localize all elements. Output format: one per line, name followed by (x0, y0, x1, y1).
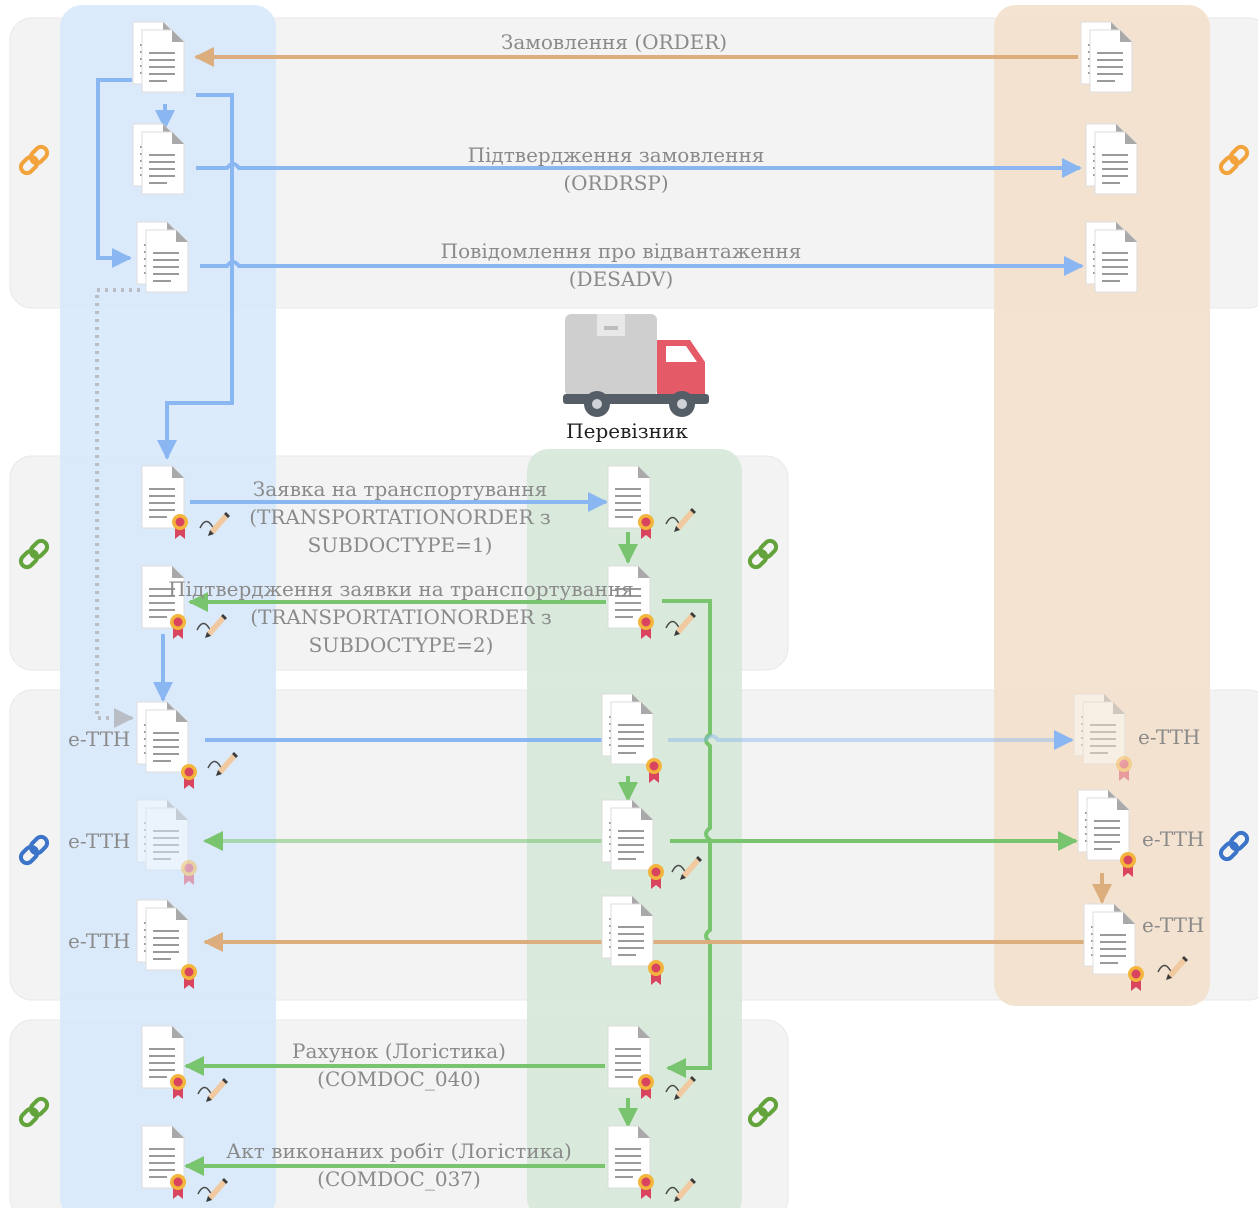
label-transport-order-line-2: (TRANSPORTATIONORDER з (249, 505, 551, 529)
label-act-line-1: Акт виконаних робіт (Логістика) (226, 1139, 572, 1163)
label-transport-order-line-3: SUBDOCTYPE=1) (308, 533, 493, 557)
label-order: Замовлення (ORDER) (501, 30, 727, 54)
ettn-label: e-TTH (68, 727, 130, 751)
arrow-desadv (200, 256, 1084, 276)
label-transport-confirm-line-2: (TRANSPORTATIONORDER з (250, 605, 552, 629)
label-transport-order-line-1: Заявка на транспортування (253, 477, 547, 501)
lane-buyer (994, 5, 1210, 1006)
label-act-line-2: (COMDOC_037) (317, 1167, 481, 1191)
arrow-ettn-to-buyer (668, 730, 1074, 750)
label-invoice-line-1: Рахунок (Логістика) (292, 1039, 506, 1063)
label-transport-confirm-line-3: SUBDOCTYPE=2) (309, 633, 494, 657)
dotted-link-desadv-ettn (95, 288, 140, 728)
supplier-internal-flows (96, 78, 234, 702)
label-ordrsp-line-2: (ORDRSP) (563, 171, 668, 195)
ettn-label: e-TTH (68, 829, 130, 853)
label-ordrsp-line-1: Підтвердження замовлення (468, 143, 765, 167)
label-desadv-line-2: (DESADV) (569, 267, 674, 291)
ettn-label: e-TTH (1142, 913, 1204, 937)
truck-icon (563, 314, 709, 417)
ettn-label: e-TTH (68, 929, 130, 953)
label-transport-confirm-line-1: Підтвердження заявки на транспортування (168, 577, 634, 601)
ettn-label: e-TTH (1142, 827, 1204, 851)
label-desadv-line-1: Повідомлення про відвантаження (441, 239, 802, 263)
ettn-label: e-TTH (1138, 725, 1200, 749)
carrier-label: Перевізник (566, 419, 688, 443)
carrier-internal-flow (662, 599, 712, 1078)
arrow-ordrsp (196, 158, 1082, 178)
band-ordering (9, 17, 1258, 309)
label-invoice-line-2: (COMDOC_040) (317, 1067, 481, 1091)
